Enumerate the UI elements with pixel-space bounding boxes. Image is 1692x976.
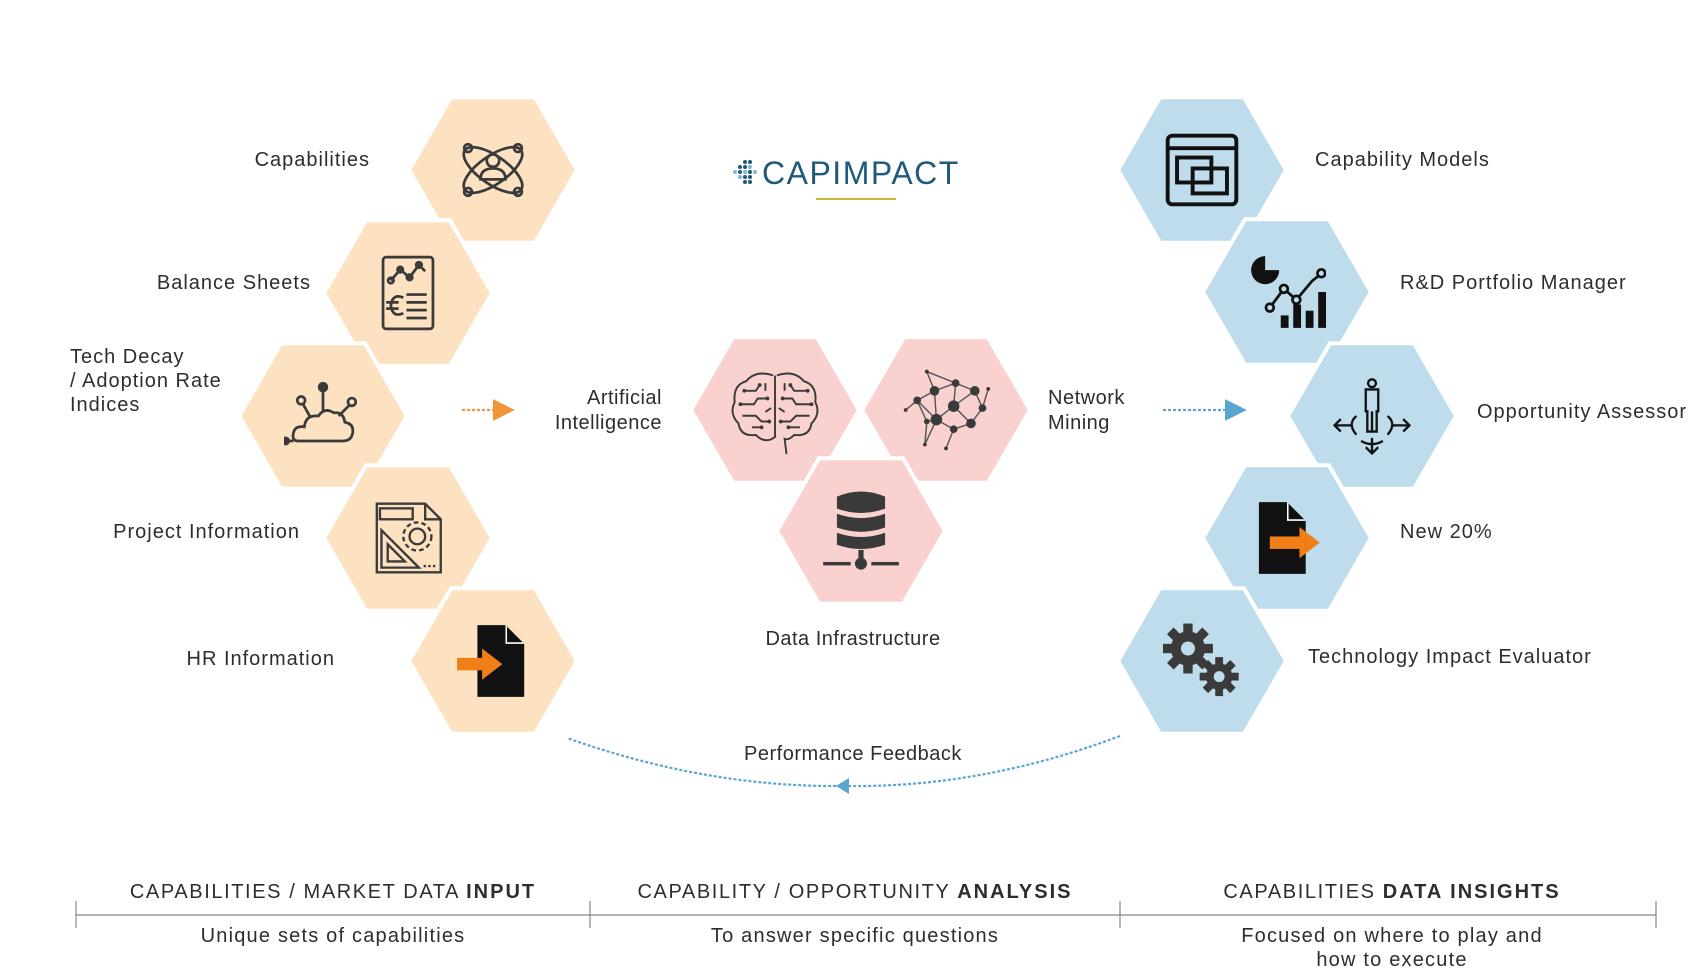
phase-title-emphasis: INPUT: [466, 881, 536, 903]
phase-subtitle-3-line: how to execute: [1316, 949, 1467, 971]
logo-wordmark: CAPIMPACT: [762, 155, 960, 191]
phase-title-text: CAPABILITIES: [1223, 881, 1382, 903]
phase-subtitle-3-line: Focused on where to play and: [1241, 925, 1543, 947]
phase-title-text: CAPABILITIES / MARKET DATA: [130, 881, 466, 903]
logo-dot-icon: [743, 165, 747, 169]
insight-label-3: Opportunity Assessor: [1477, 401, 1687, 423]
logo-dot-icon: [743, 175, 747, 179]
analysis-label-network-line: Network: [1048, 387, 1125, 409]
logo-dot-icon: [748, 170, 752, 174]
logo-dot-icon: [743, 170, 747, 174]
input-label-3-line: / Adoption Rate: [70, 370, 222, 392]
input-label-2-line: Balance Sheets: [157, 272, 311, 294]
insight-hex-3: [1285, 341, 1459, 491]
insight-label-4-line: New 20%: [1400, 521, 1493, 543]
insight-label-5: Technology Impact Evaluator: [1308, 646, 1592, 668]
insight-label-1-line: Capability Models: [1315, 149, 1490, 171]
logo-dot-icon: [738, 175, 742, 179]
insight-label-1: Capability Models: [1315, 149, 1490, 171]
logo-dot-icon: [738, 165, 742, 169]
performance-feedback-label: Performance Feedback: [744, 743, 962, 765]
input-label-5-line: HR Information: [187, 648, 336, 670]
insight-label-3-line: Opportunity Assessor: [1477, 401, 1687, 423]
input-label-4: Project Information: [113, 521, 300, 543]
analysis-label-ai-line: Artificial: [587, 387, 662, 409]
logo-dot-icon: [748, 180, 752, 184]
logo-dot-icon: [738, 170, 742, 174]
insight-hex-4: [1200, 463, 1374, 613]
capimpact-logo: CAPIMPACT: [733, 155, 960, 200]
phase-title-1: CAPABILITIES / MARKET DATA INPUT: [130, 881, 536, 903]
logo-dot-icon: [743, 180, 747, 184]
phase-title-2: CAPABILITY / OPPORTUNITY ANALYSIS: [637, 881, 1072, 903]
phase-subtitle-1-line: Unique sets of capabilities: [201, 925, 466, 947]
analysis-label-infra-line: Data Infrastructure: [765, 628, 940, 650]
logo-dot-icon: [748, 165, 752, 169]
input-label-2: Balance Sheets: [157, 272, 311, 294]
insight-label-4: New 20%: [1400, 521, 1493, 543]
input-hex-1-shape: [406, 95, 580, 245]
input-label-1: Capabilities: [255, 149, 370, 171]
phase-title-emphasis: DATA INSIGHTS: [1383, 881, 1561, 903]
analysis-label-ai-line: Intelligence: [555, 412, 662, 434]
logo-dot-icon: [748, 160, 752, 164]
phase-title-3: CAPABILITIES DATA INSIGHTS: [1223, 881, 1560, 903]
input-hex-2-shape: [321, 218, 495, 368]
input-label-3-line: Tech Decay: [70, 346, 185, 368]
insight-label-5-line: Technology Impact Evaluator: [1308, 646, 1592, 668]
insight-label-2: R&D Portfolio Manager: [1400, 272, 1627, 294]
analysis-label-network-line: Mining: [1048, 412, 1110, 434]
logo-dot-icon: [753, 170, 757, 174]
input-hex-5: [406, 586, 580, 736]
phase-subtitle-2: To answer specific questions: [711, 925, 999, 947]
input-hex-1: [406, 95, 580, 245]
input-label-3-line: Indices: [70, 394, 140, 416]
insight-hex-5: [1115, 586, 1289, 736]
phase-title-emphasis: ANALYSIS: [957, 881, 1072, 903]
insight-label-2-line: R&D Portfolio Manager: [1400, 272, 1627, 294]
input-label-1-line: Capabilities: [255, 149, 370, 171]
analysis-hex-network: [859, 335, 1033, 485]
feedback-arrowhead-icon: [836, 778, 849, 794]
input-hex-2: [321, 218, 495, 368]
input-label-5: HR Information: [187, 648, 336, 670]
phase-title-text: CAPABILITY / OPPORTUNITY: [637, 881, 957, 903]
phase-subtitle-2-line: To answer specific questions: [711, 925, 999, 947]
logo-dot-icon: [743, 160, 747, 164]
analysis-label-infra: Data Infrastructure: [765, 628, 940, 650]
input-label-4-line: Project Information: [113, 521, 300, 543]
logo-dot-icon: [748, 175, 752, 179]
analysis-hex-network-shape: [859, 335, 1033, 485]
logo-dot-icon: [733, 170, 737, 174]
phase-subtitle-1: Unique sets of capabilities: [201, 925, 466, 947]
analysis-hex-infra: [774, 456, 948, 606]
